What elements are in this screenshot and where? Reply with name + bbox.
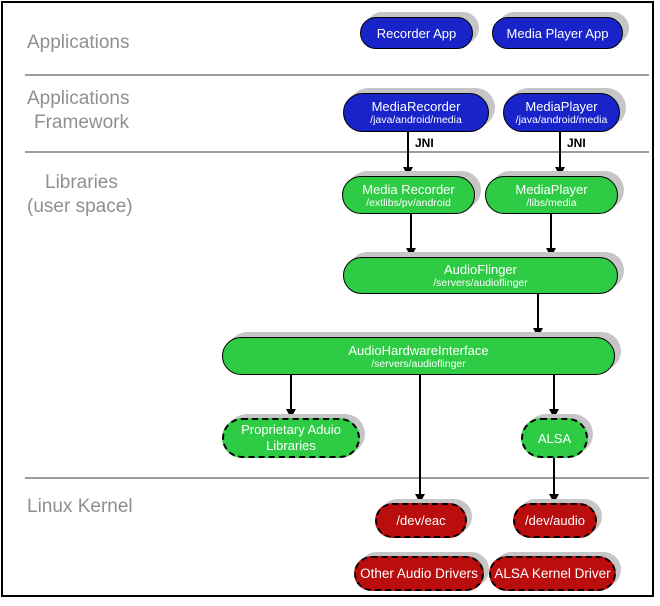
node-title: ALSA: [537, 430, 572, 446]
layer-label-text: Linux Kernel: [27, 496, 133, 517]
arrow-audioflinger-to-audiohardwareinterface: [533, 294, 543, 337]
node-alsa-kernel-driver: ALSA Kernel Driver: [489, 556, 616, 591]
jni-label-right: JNI: [567, 136, 586, 150]
arrow-mediaplayer-to-audioflinger: [546, 214, 556, 257]
node-recorder-app: Recorder App: [360, 17, 473, 49]
arrow-ahi-to-proprietary-libraries: [286, 375, 296, 418]
node-dev-audio: /dev/audio: [513, 503, 597, 538]
layer-label-line1: Libraries: [45, 172, 118, 193]
node-title: Media Recorder: [362, 181, 455, 197]
node-media-player-app: Media Player App: [492, 17, 623, 49]
divider-framework-libraries: [25, 151, 649, 153]
node-proprietary-audio-libraries: Proprietary Aduio Libraries: [222, 418, 360, 458]
node-title: Recorder App: [376, 25, 457, 41]
layer-label-line2: (user space): [27, 196, 133, 217]
node-title: AudioFlinger: [444, 262, 517, 277]
node-audioflinger: AudioFlinger /servers/audioflinger: [343, 257, 618, 294]
layer-label-linux-kernel: Linux Kernel: [27, 495, 133, 519]
node-subtitle: /extlibs/pv/android: [366, 196, 451, 209]
layer-label-applications-framework: Applications Framework: [27, 87, 129, 135]
node-title: /dev/eac: [396, 513, 446, 528]
layer-label-line2: Framework: [34, 112, 130, 133]
node-title: ALSA Kernel Driver: [494, 566, 611, 581]
node-title: MediaPlayer: [515, 181, 588, 197]
node-title: MediaRecorder: [371, 99, 461, 114]
node-dev-eac: /dev/eac: [375, 503, 467, 538]
node-mediaplayer-library: MediaPlayer /libs/media: [485, 176, 618, 214]
node-title: MediaPlayer: [525, 99, 598, 114]
jni-label-left: JNI: [415, 136, 434, 150]
layer-label-text: Applications: [27, 32, 130, 53]
divider-libraries-kernel: [25, 477, 649, 479]
node-title: AudioHardwareInterface: [348, 342, 489, 358]
node-subtitle: /servers/audioflinger: [433, 277, 528, 289]
node-title: Media Player App: [506, 25, 609, 41]
layer-label-libraries: Libraries (user space): [27, 171, 133, 219]
node-alsa: ALSA: [521, 418, 588, 458]
arrow-mediaplayer-jni-down: [555, 132, 565, 176]
arrow-mediarecorder-jni-down: [403, 132, 413, 176]
arrow-ahi-to-dev-eac: [415, 375, 425, 503]
node-subtitle: /java/android/media: [515, 114, 608, 126]
node-title: /dev/audio: [525, 513, 585, 528]
layer-label-applications: Applications: [27, 31, 129, 55]
node-mediaplayer-framework: MediaPlayer /java/android/media: [503, 93, 620, 132]
node-media-recorder-library: Media Recorder /extlibs/pv/android: [342, 176, 475, 214]
node-title: Other Audio Drivers: [360, 566, 478, 581]
node-subtitle: /libs/media: [526, 196, 577, 209]
node-mediarecorder-framework: MediaRecorder /java/android/media: [343, 93, 489, 132]
arrow-ahi-to-alsa: [549, 375, 559, 418]
node-subtitle: /servers/audioflinger: [371, 357, 466, 370]
node-other-audio-drivers: Other Audio Drivers: [354, 556, 484, 591]
arrow-mediarecorder-to-audioflinger: [406, 214, 416, 257]
arrow-alsa-to-dev-audio: [549, 458, 559, 503]
node-subtitle: /java/android/media: [370, 114, 462, 126]
divider-applications-framework: [25, 74, 649, 76]
node-title: Proprietary Aduio Libraries: [241, 422, 341, 453]
node-audiohardwareinterface: AudioHardwareInterface /servers/audiofli…: [222, 337, 615, 375]
layer-label-line1: Applications: [27, 88, 130, 109]
